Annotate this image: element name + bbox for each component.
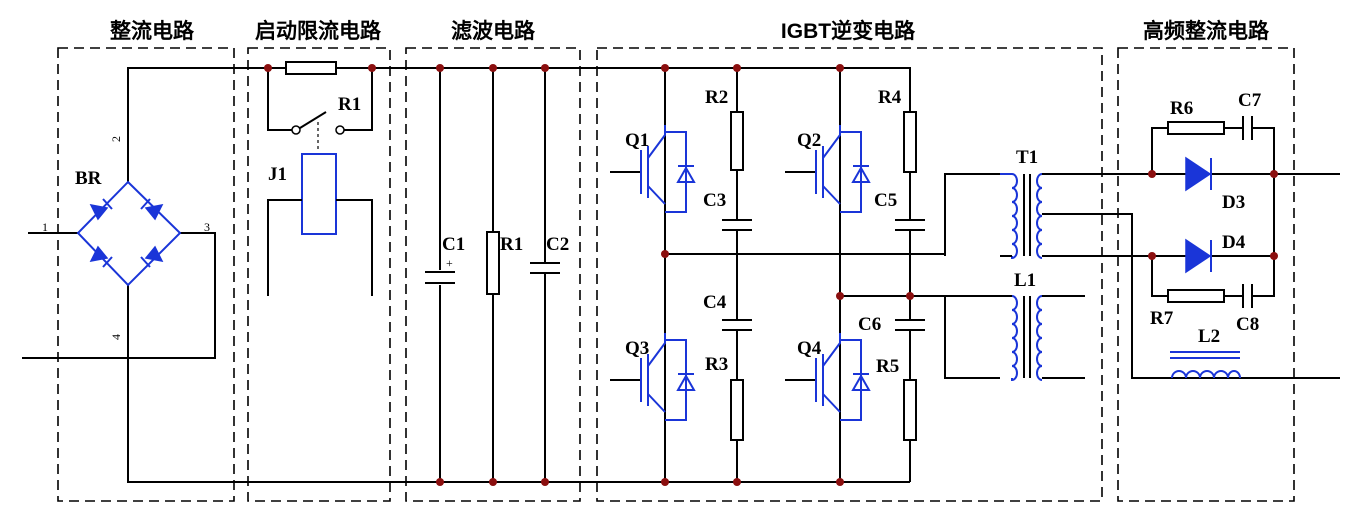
r5-label: R5 [876, 356, 899, 377]
r3-resistor [730, 379, 744, 441]
r6-resistor [1167, 121, 1225, 135]
relay-coil-left-lead [267, 199, 302, 296]
bridge-diode-3-icon [89, 245, 109, 263]
q2-label: Q2 [797, 130, 821, 151]
l2-label: L2 [1198, 326, 1220, 347]
transformer-t1: T1 [1000, 147, 1043, 260]
igbt-inverter-box [596, 47, 1103, 502]
r1-filter-resistor [486, 231, 500, 295]
r7-left-lead [1151, 256, 1168, 297]
filter-box [405, 47, 581, 502]
rectifier-box [57, 47, 235, 502]
relay-coil-right-lead [336, 199, 373, 296]
q1-label: Q1 [625, 130, 649, 151]
c8-right-lead [1253, 256, 1275, 297]
relay-contact-right-wire [344, 68, 373, 131]
r5-resistor [903, 379, 917, 441]
hf-rectifier-title: 高频整流电路 [1143, 19, 1270, 43]
q3-label: Q3 [625, 338, 649, 359]
c2-label: C2 [546, 234, 569, 255]
bridge-outline [76, 180, 182, 287]
inductor-l1: L1 [1000, 270, 1043, 382]
l2-winding [1171, 370, 1241, 379]
bridge-diode-1-icon [89, 203, 109, 221]
pin-2-label: 2 [109, 136, 123, 142]
left-mid-to-t1 [665, 173, 1000, 255]
c8-label: C8 [1236, 314, 1259, 335]
rectifier-title: 整流电路 [110, 19, 195, 43]
diode-d4-icon [1185, 238, 1212, 274]
pin-1-label: 1 [42, 220, 48, 234]
filter-title: 滤波电路 [451, 19, 536, 43]
relay-contact-a [291, 125, 301, 135]
center-tap-lead [1042, 213, 1340, 379]
c3-label: C3 [703, 190, 726, 211]
igbt-inverter-title: IGBT逆变电路 [781, 19, 916, 43]
junction-dots [264, 64, 1278, 486]
br-label: BR [75, 168, 102, 189]
c6-label: C6 [858, 314, 881, 335]
l1-label: L1 [1014, 270, 1036, 291]
r1-filter-label: R1 [500, 234, 523, 255]
bridge-diode-2-icon [144, 203, 164, 221]
filter-circuit: C1 + R1 C2 [425, 68, 569, 482]
c1-polarity: + [446, 256, 453, 270]
top-rail [127, 67, 840, 145]
hf-rectifier-circuit: R6 C7 D3 D4 R7 C8 L2 [1042, 90, 1340, 379]
r2-resistor [730, 111, 744, 171]
l1-winding-a [1011, 295, 1018, 382]
igbt-inverter-circuit: Q1 Q3 Q2 [610, 67, 1085, 482]
igbt-q2: Q2 [785, 125, 871, 213]
q4-label: Q4 [797, 338, 822, 359]
startup-limit-title: 启动限流电路 [255, 19, 382, 43]
c4-label: C4 [703, 292, 727, 313]
inductor-l2: L2 [1170, 326, 1241, 379]
igbt-q4: Q4 [785, 333, 871, 421]
r6-left-lead [1151, 127, 1168, 174]
r7-resistor [1167, 289, 1225, 303]
igbt-q1: Q1 [610, 125, 696, 213]
startup-limit-circuit: R1 J1 [267, 61, 373, 296]
r6-label: R6 [1170, 98, 1193, 119]
r4-label: R4 [878, 87, 902, 108]
relay-switch-arm [299, 111, 327, 129]
pin-3-label: 3 [204, 220, 210, 234]
t1-label: T1 [1016, 147, 1038, 168]
c5-label: C5 [874, 190, 897, 211]
limit-resistor [285, 61, 337, 75]
t1-primary-winding [1000, 173, 1018, 260]
diode-d3-icon [1185, 156, 1212, 192]
relay-coil-j1 [301, 153, 337, 235]
d4-label: D4 [1222, 232, 1246, 253]
right-mid-to-l1 [840, 295, 1000, 379]
d3-label: D3 [1222, 192, 1245, 213]
igbt-q3: Q3 [610, 333, 696, 421]
t1-secondary-winding [1036, 173, 1043, 259]
r1-startup-label: R1 [338, 94, 361, 115]
bridge-rectifier-br: BR 1 2 3 4 [22, 136, 216, 359]
r4-resistor [903, 111, 917, 173]
r4-top-lead [840, 67, 911, 112]
l1-winding-b [1036, 295, 1043, 381]
c7-right-lead [1253, 127, 1275, 174]
c7-label: C7 [1238, 90, 1262, 111]
r2-label: R2 [705, 87, 728, 108]
d4-row [1152, 174, 1275, 257]
bridge-diode-4-icon [144, 245, 164, 263]
r3-label: R3 [705, 354, 728, 375]
relay-contact-left-wire [267, 68, 292, 131]
relay-contact-b [335, 125, 345, 135]
r7-label: R7 [1150, 308, 1174, 329]
pin-4-label: 4 [109, 334, 123, 340]
j1-label: J1 [268, 164, 287, 185]
startup-limit-box [247, 47, 391, 502]
hf-rectifier-box [1117, 47, 1295, 502]
ac-input-2-wire [22, 232, 216, 359]
c1-label: C1 [442, 234, 465, 255]
bottom-rail [127, 322, 910, 483]
